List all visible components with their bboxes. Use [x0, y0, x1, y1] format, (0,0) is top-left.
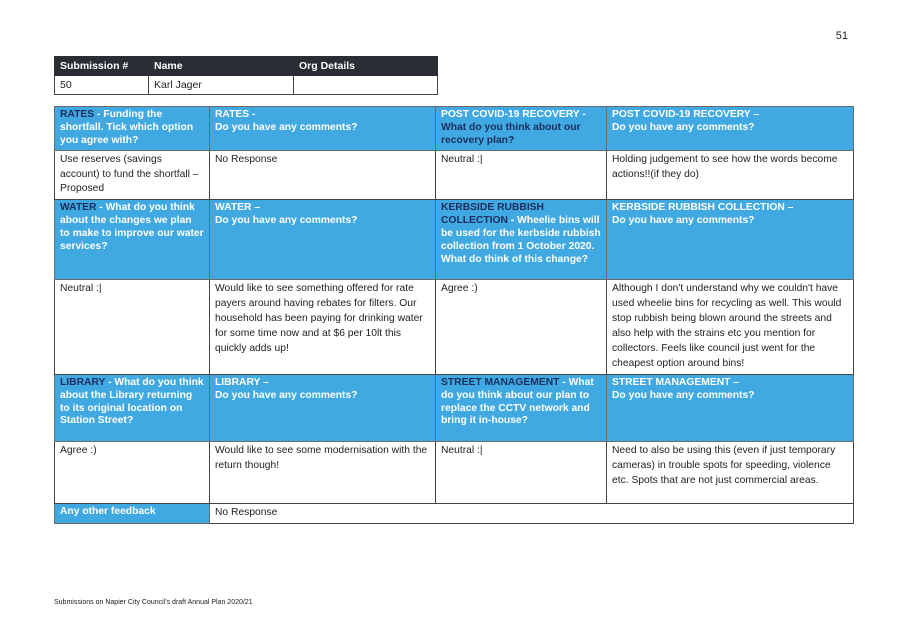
answer-cell: No Response — [209, 149, 436, 201]
question-cell-covid-plan: POST COVID-19 RECOVERY -What do you thin… — [435, 106, 607, 151]
other-feedback-value: No Response — [209, 502, 854, 524]
name-header: Name — [148, 56, 294, 76]
answer-cell: Agree :) — [54, 440, 210, 504]
question-row: RATES - Funding the shortfall. Tick whic… — [54, 106, 854, 151]
name-value: Karl Jager — [148, 75, 294, 95]
org-details-header: Org Details — [293, 56, 438, 76]
answer-cell: Use reserves (savings account) to fund t… — [54, 149, 210, 201]
answer-cell: Agree :) — [435, 279, 607, 375]
question-cell-street-comments: STREET MANAGEMENT –Do you have any comme… — [606, 373, 854, 442]
answer-cell: Would like to see something offered for … — [209, 279, 436, 375]
page-footer: Submissions on Napier City Council's dra… — [54, 599, 253, 606]
question-row: LIBRARY - What do you think about the Li… — [54, 373, 854, 442]
question-cell-rates-comments: RATES -Do you have any comments? — [209, 106, 436, 151]
submission-number-header: Submission # — [54, 56, 149, 76]
answer-cell: Holding judgement to see how the words b… — [606, 149, 854, 201]
submission-table: Submission # Name Org Details 50 Karl Ja… — [54, 56, 438, 95]
submission-value-row: 50 Karl Jager — [54, 75, 438, 95]
answer-cell: Neutral :| — [54, 279, 210, 375]
question-cell-kerbside-change: KERBSIDE RUBBISH COLLECTION - Wheelie bi… — [435, 199, 607, 281]
submission-number-value: 50 — [54, 75, 149, 95]
answer-cell: Would like to see some modernisation wit… — [209, 440, 436, 504]
other-feedback-label: Any other feedback — [54, 502, 210, 524]
question-cell-water-comments: WATER –Do you have any comments? — [209, 199, 436, 281]
question-cell-rates-option: RATES - Funding the shortfall. Tick whic… — [54, 106, 210, 151]
question-row: WATER - What do you think about the chan… — [54, 199, 854, 281]
question-cell-water-changes: WATER - What do you think about the chan… — [54, 199, 210, 281]
answer-cell: Need to also be using this (even if just… — [606, 440, 854, 504]
question-cell-kerbside-comments: KERBSIDE RUBBISH COLLECTION –Do you have… — [606, 199, 854, 281]
feedback-table: RATES - Funding the shortfall. Tick whic… — [54, 106, 854, 524]
answer-row: Neutral :| Would like to see something o… — [54, 279, 854, 375]
answer-row: Use reserves (savings account) to fund t… — [54, 149, 854, 201]
answer-row: Agree :) Would like to see some modernis… — [54, 440, 854, 504]
org-details-value — [293, 75, 438, 95]
question-cell-covid-comments: POST COVID-19 RECOVERY –Do you have any … — [606, 106, 854, 151]
page-number: 51 — [835, 30, 848, 42]
answer-cell: Neutral :| — [435, 149, 607, 201]
question-cell-library-comments: LIBRARY –Do you have any comments? — [209, 373, 436, 442]
other-feedback-row: Any other feedback No Response — [54, 502, 854, 524]
question-cell-street-cctv: STREET MANAGEMENT - What do you think ab… — [435, 373, 607, 442]
question-cell-library-location: LIBRARY - What do you think about the Li… — [54, 373, 210, 442]
submission-header-row: Submission # Name Org Details — [54, 56, 438, 76]
answer-cell: Neutral :| — [435, 440, 607, 504]
answer-cell: Although I don't understand why we could… — [606, 279, 854, 375]
